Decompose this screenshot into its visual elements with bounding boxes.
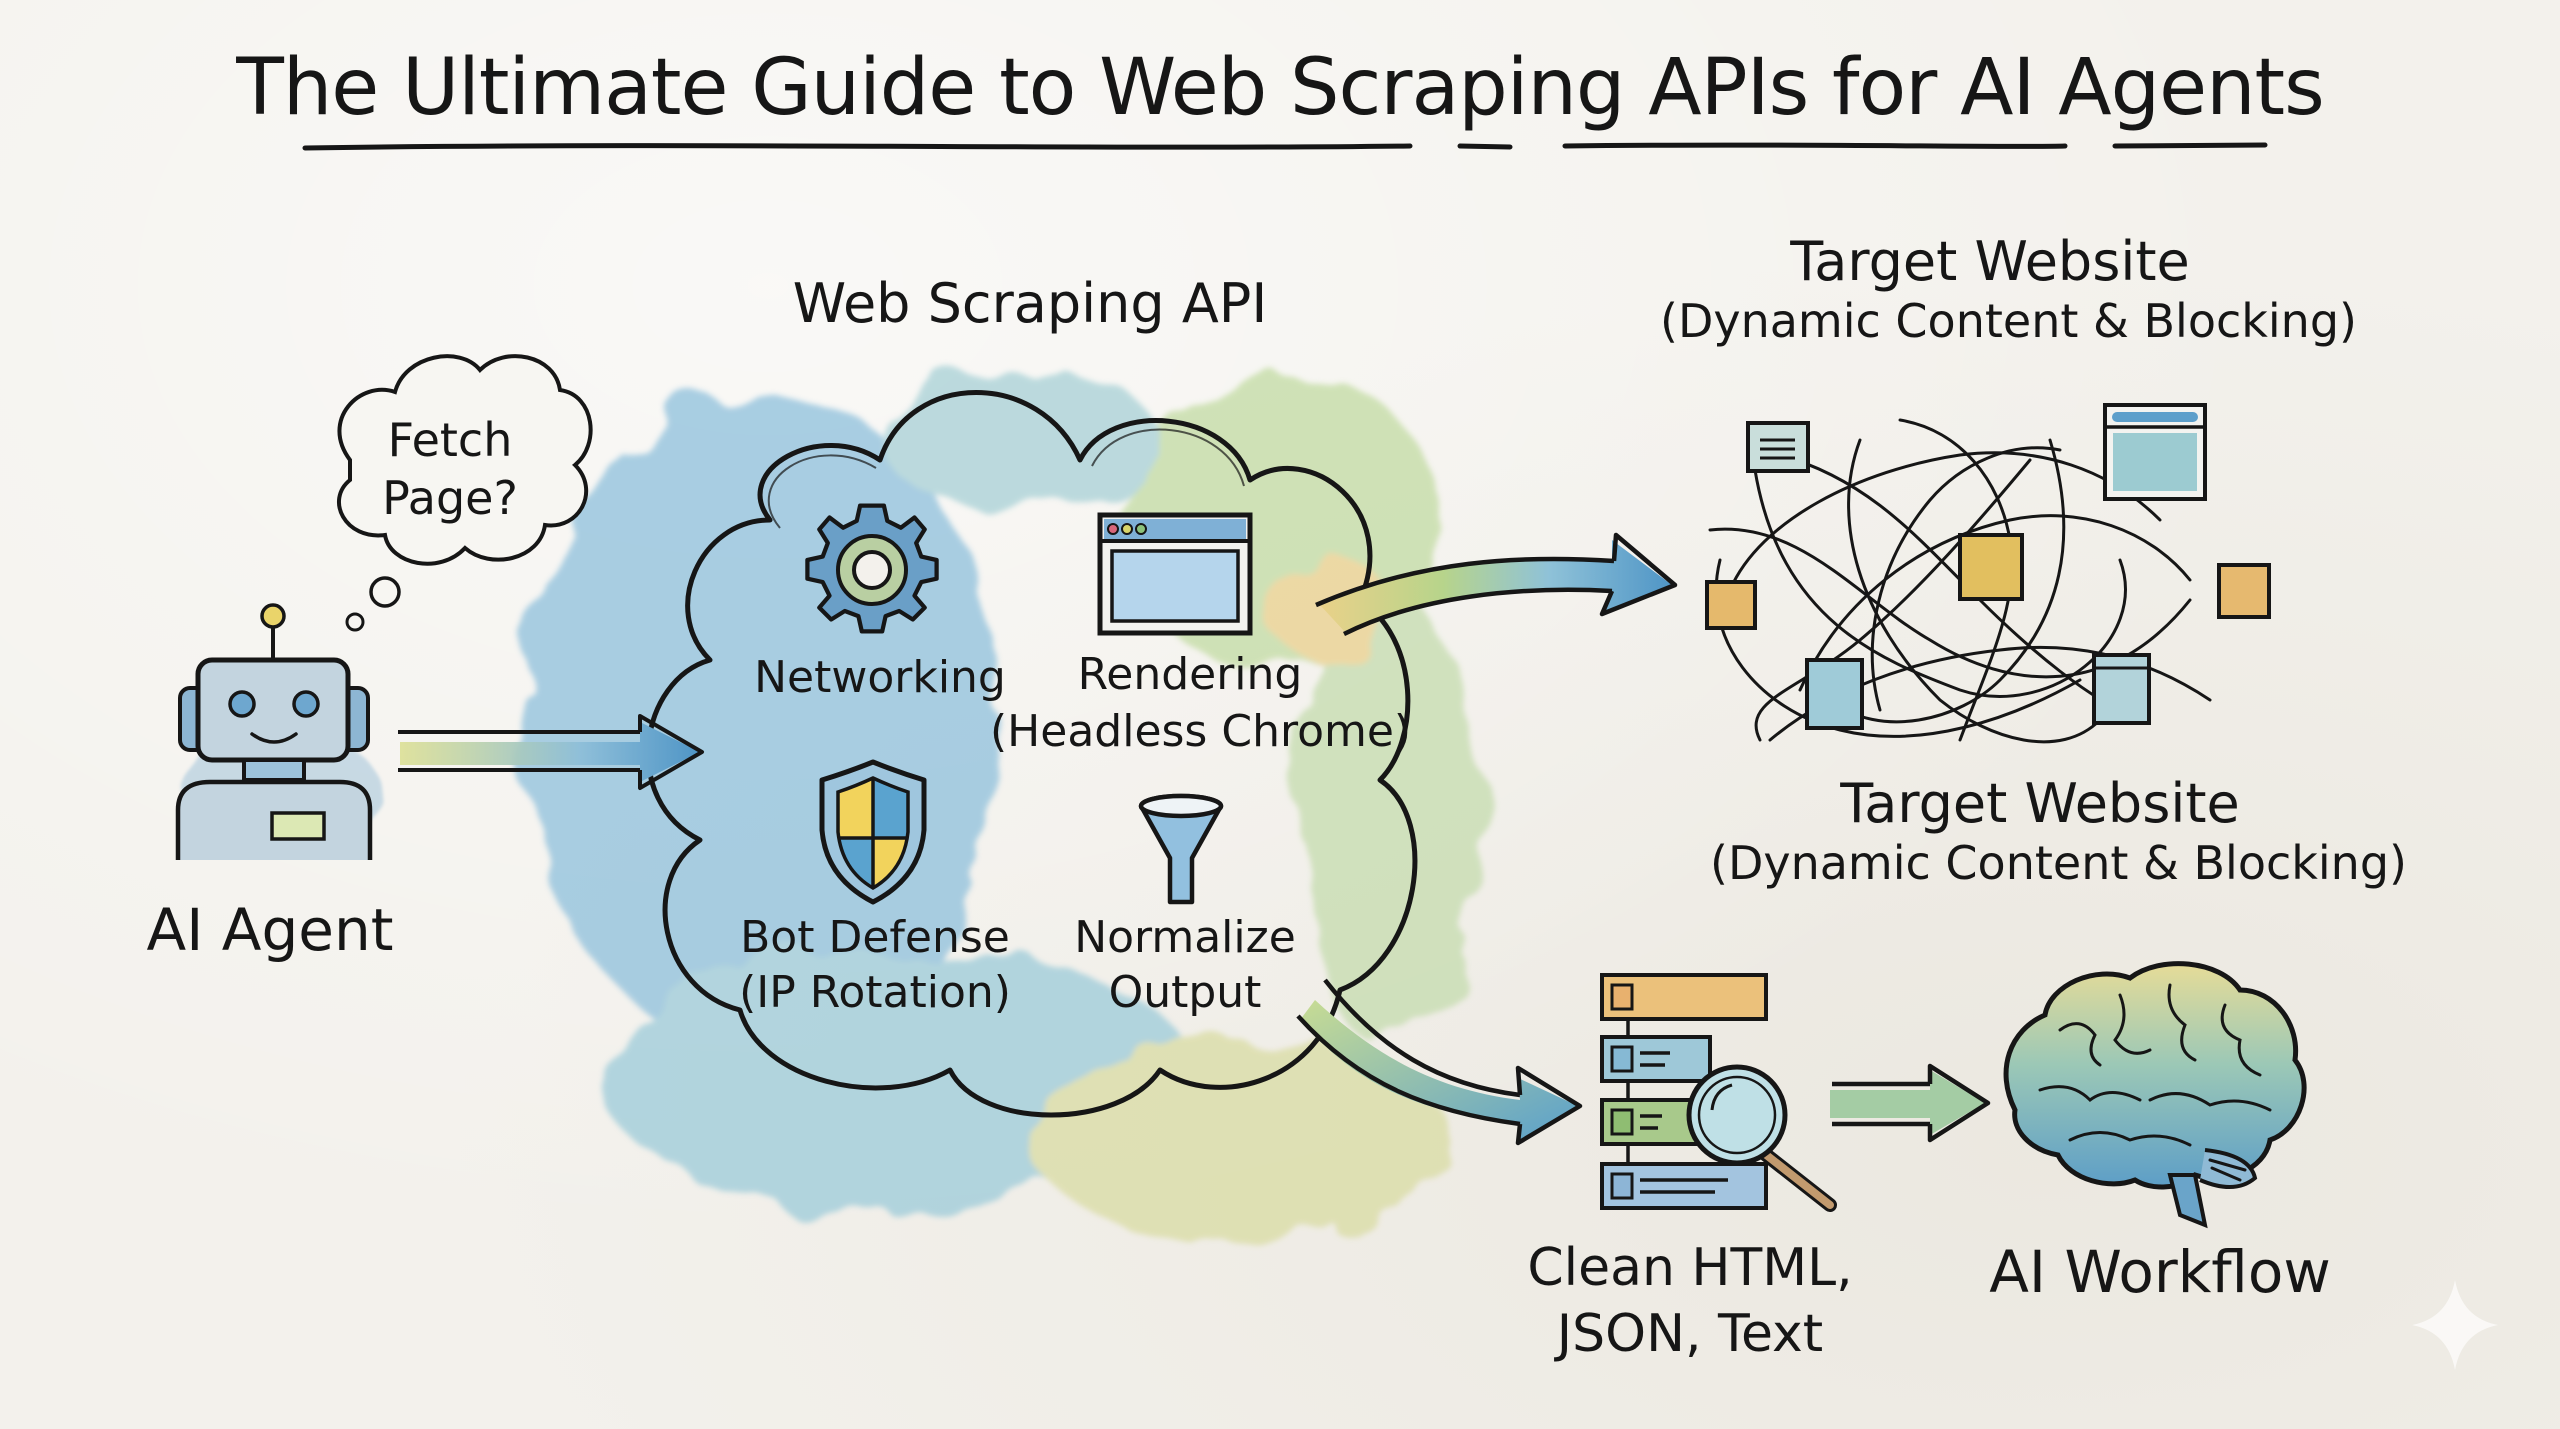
component-line: Networking	[754, 652, 1006, 703]
thought-bubble	[337, 354, 593, 632]
robot-icon	[175, 603, 380, 860]
thought-dot-large	[369, 576, 401, 608]
arrow-output-to-workflow	[1830, 1063, 1991, 1143]
arrow-agent-to-api	[398, 714, 704, 790]
web-scraping-api-label: Web Scraping API	[792, 272, 1268, 335]
api-cloud-outline	[645, 390, 1418, 1118]
component-line: Output	[1108, 967, 1262, 1018]
component-networking-label: Networking	[730, 652, 1030, 704]
output-line: Clean HTML,	[1527, 1238, 1853, 1298]
thought-bubble-text: Fetch Page?	[360, 412, 540, 527]
component-bot-defense-label: Bot Defense (IP Rotation)	[710, 910, 1040, 1020]
structured-data-magnifier-icon	[1600, 973, 1837, 1212]
target-website-title: Target Website	[1840, 772, 2240, 835]
component-line: (IP Rotation)	[739, 967, 1011, 1018]
funnel-icon	[1138, 793, 1224, 905]
brain-icon	[2003, 961, 2307, 1229]
target-website-label-bottom: Target Website (Dynamic Content & Blocki…	[1710, 772, 2407, 890]
target-website-label-top: Target Website (Dynamic Content & Blocki…	[1660, 230, 2357, 348]
page-title: The Ultimate Guide to Web Scraping APIs …	[236, 43, 2325, 133]
thought-dot-small	[345, 612, 365, 632]
shield-icon	[819, 759, 927, 905]
ai-workflow-label: AI Workflow	[1989, 1238, 2331, 1306]
component-rendering-label: Rendering (Headless Chrome)	[990, 646, 1412, 760]
component-line: Bot Defense	[740, 912, 1010, 963]
thought-line: Page?	[382, 470, 518, 525]
clean-output-label: Clean HTML, JSON, Text	[1500, 1236, 1880, 1367]
arrow-api-to-target	[1315, 532, 1678, 637]
title-underline	[302, 142, 2268, 151]
gear-icon	[805, 503, 939, 634]
output-line: JSON, Text	[1556, 1303, 1824, 1364]
thought-line: Fetch	[387, 413, 513, 467]
target-website-title: Target Website	[1790, 230, 2190, 293]
tangled-web-icon	[1705, 403, 2271, 744]
component-normalize-label: Normalize Output	[1040, 910, 1330, 1020]
browser-window-icon	[1097, 512, 1253, 636]
sparkle-icon	[2412, 1280, 2498, 1370]
ai-agent-label: AI Agent	[146, 896, 394, 964]
component-line: (Headless Chrome)	[990, 706, 1412, 758]
component-line: Rendering	[1077, 649, 1303, 700]
component-line: Normalize	[1074, 912, 1296, 963]
target-website-subtitle: (Dynamic Content & Blocking)	[1710, 835, 2407, 890]
target-website-subtitle: (Dynamic Content & Blocking)	[1660, 293, 2357, 348]
arrow-api-to-output	[1296, 978, 1583, 1146]
